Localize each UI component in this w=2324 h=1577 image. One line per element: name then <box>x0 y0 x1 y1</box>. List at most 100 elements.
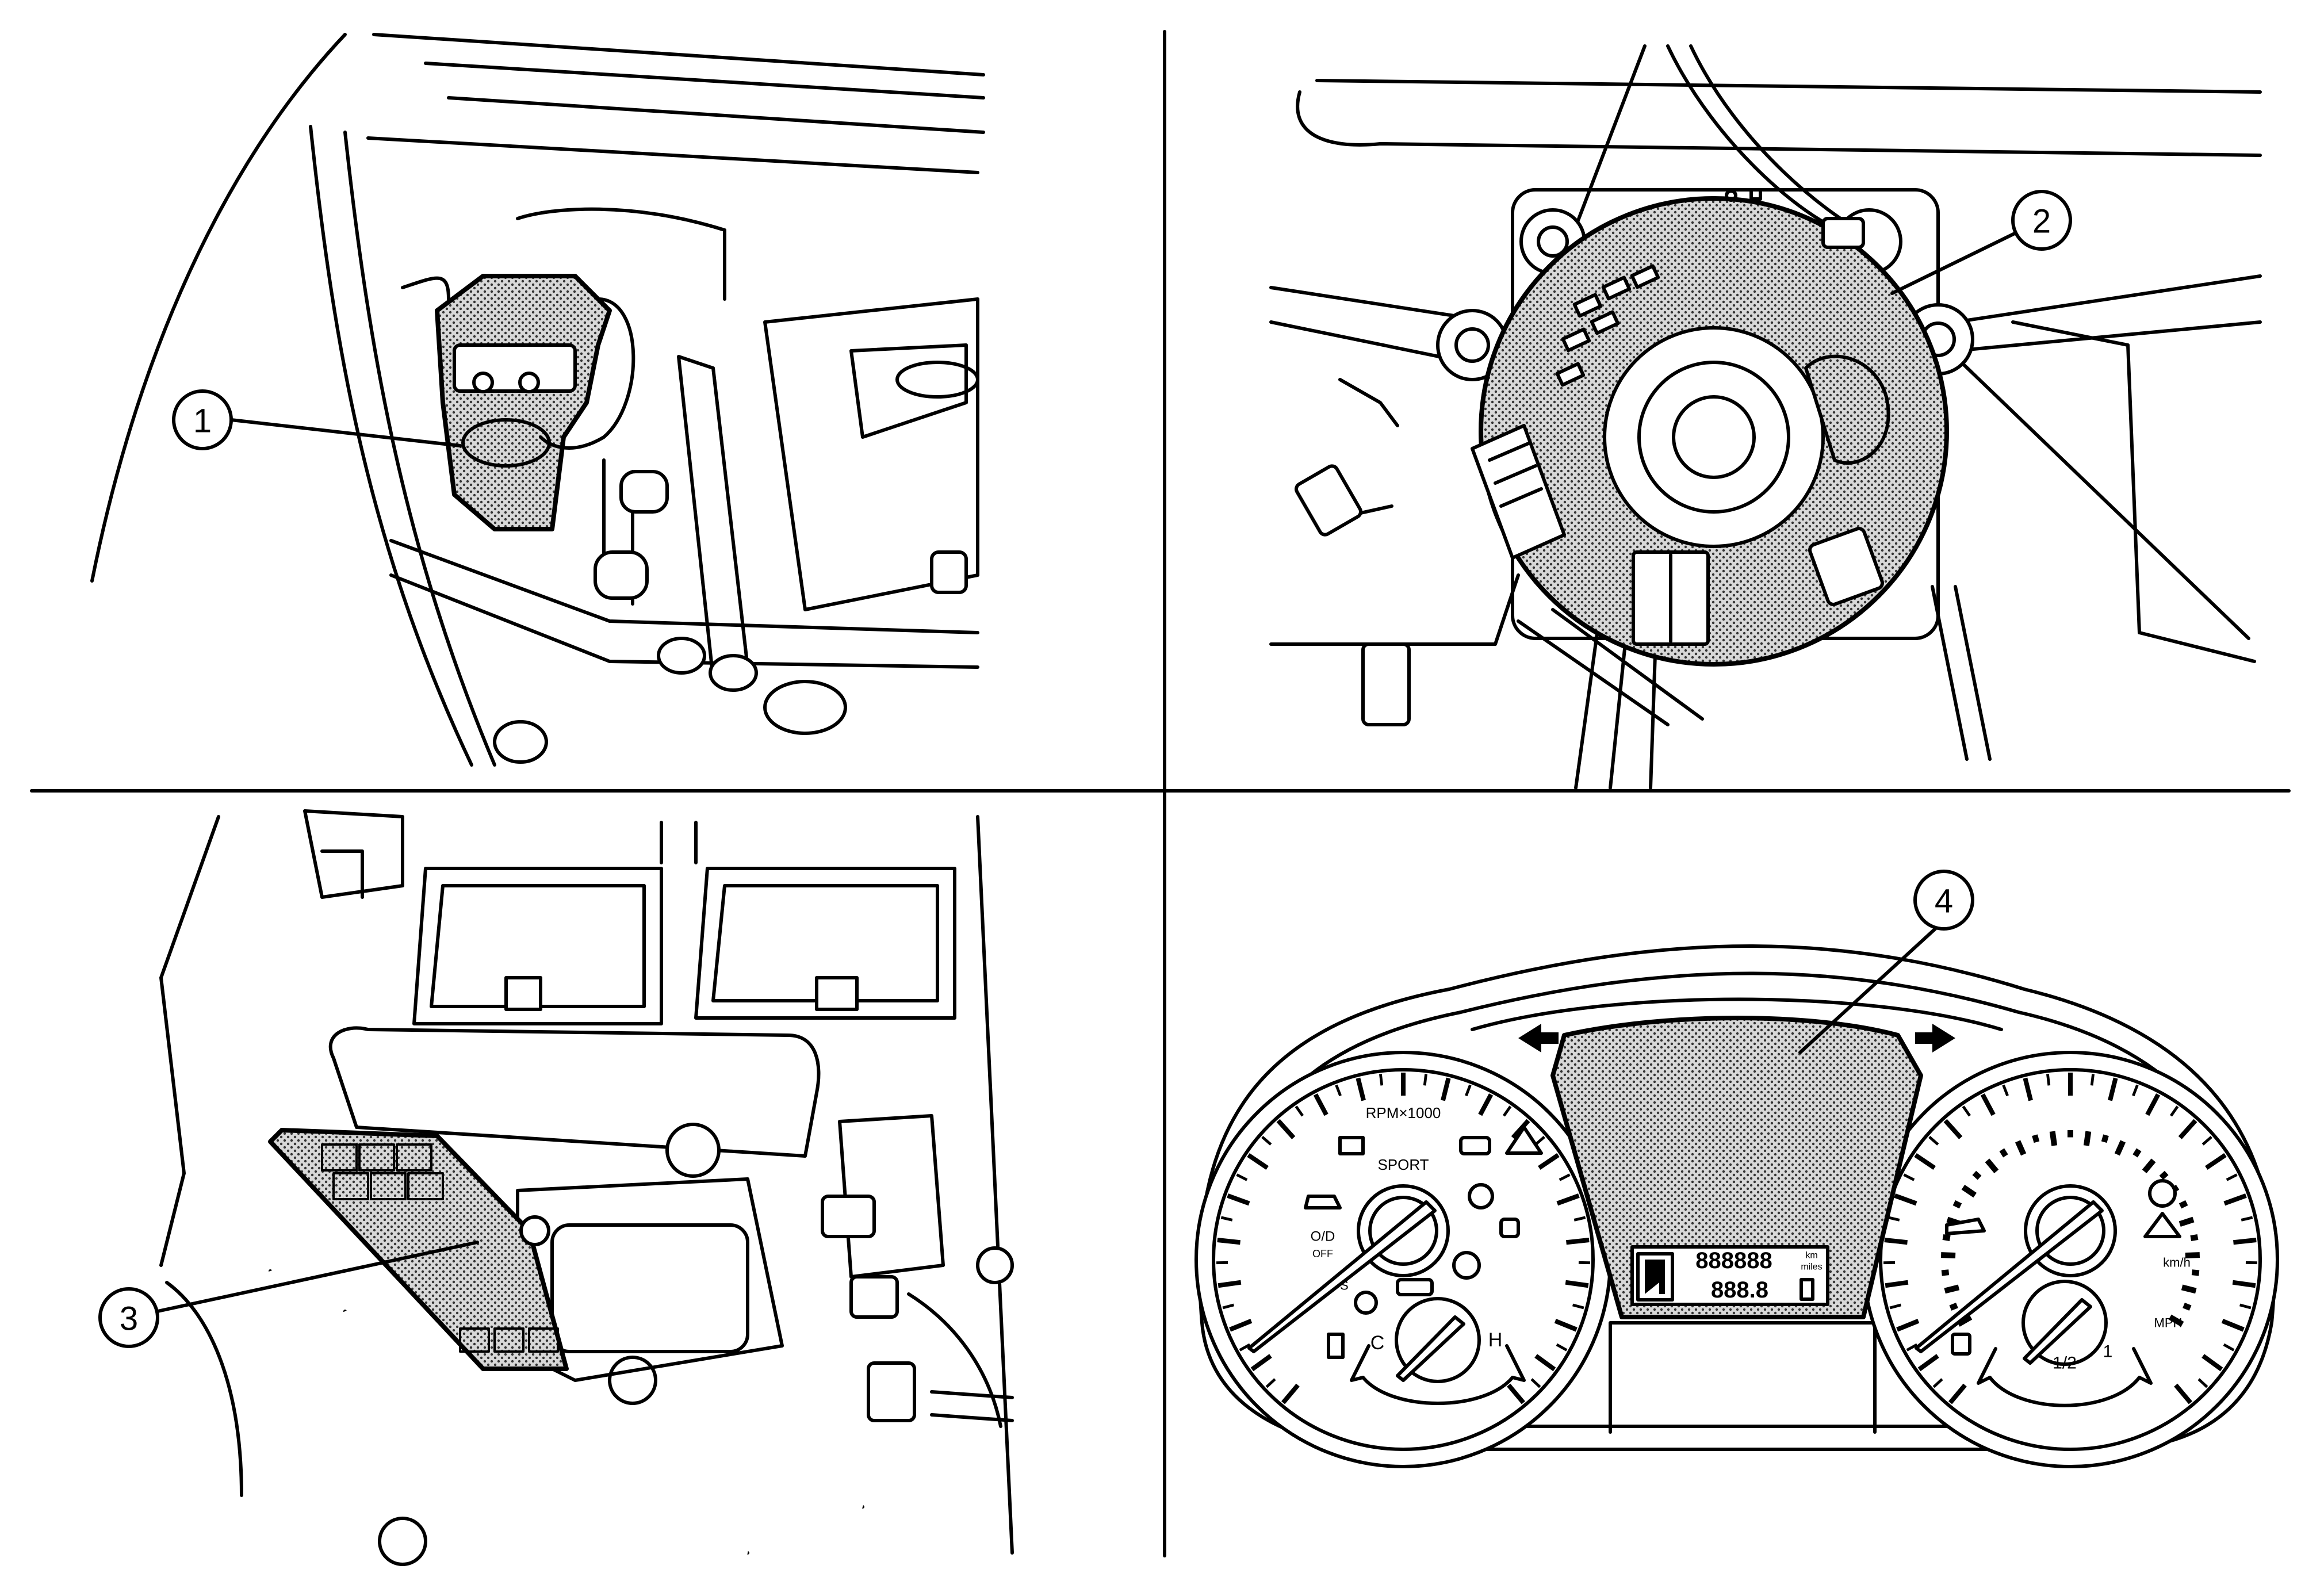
tachometer-ticks <box>1216 1073 1590 1404</box>
gauge-tick <box>2101 1134 2109 1143</box>
gauge-tick <box>1957 1314 1973 1327</box>
panel-control-unit <box>159 809 1014 1566</box>
gauge-tick <box>2223 1343 2235 1352</box>
gauge-tick <box>2132 1084 2139 1097</box>
odometer-digits: 888888 <box>1695 1248 1772 1273</box>
callout-3-label: 3 <box>120 1300 138 1338</box>
callout-1: 1 <box>172 389 462 450</box>
gauge-tick <box>1887 1216 1900 1222</box>
gauge-tick <box>2083 1131 2092 1146</box>
gauge-tick <box>2190 1234 2199 1242</box>
gauge-tick <box>1889 1303 1902 1310</box>
gauge-tick <box>1511 1119 1530 1139</box>
gauge-tick <box>2223 1193 2247 1206</box>
gauge-tick <box>2191 1269 2200 1276</box>
gauge-tick <box>2142 1158 2156 1174</box>
gauge-tick <box>2183 1302 2192 1311</box>
shift-position-icon <box>1645 1260 1665 1294</box>
gauge-tick <box>1885 1280 1909 1288</box>
callout-1-label: 1 <box>193 403 212 440</box>
gauge-tick <box>2197 1378 2208 1388</box>
gauge-tick <box>1999 1148 2008 1158</box>
gauge-tick <box>2108 1077 2118 1101</box>
seatbelt-warning-icon <box>2143 1212 2181 1238</box>
gauge-tick <box>2221 1319 2245 1332</box>
cruise-indicator-icon <box>1945 1218 1986 1235</box>
tachometer-needle <box>1247 1200 1437 1353</box>
turn-right-indicator-icon <box>1915 1024 1955 1052</box>
gauge-tick <box>2169 1105 2179 1117</box>
sport-indicator-label: SPORT <box>1377 1156 1429 1173</box>
gauge-tick <box>2232 1280 2256 1288</box>
gauge-tick <box>1565 1280 1589 1288</box>
gauge-tick <box>2178 1200 2188 1209</box>
tpms-icon <box>1452 1251 1481 1280</box>
gauge-tick <box>1379 1074 1384 1086</box>
gauge-tick <box>2132 1148 2142 1158</box>
gauge-tick <box>2226 1173 2238 1181</box>
gauge-tick <box>1559 1173 1571 1181</box>
gauge-tick <box>1952 1200 1962 1209</box>
gauge-tick <box>1941 1269 1950 1276</box>
gauge-tick <box>2114 1140 2126 1156</box>
speedometer-ticks <box>1883 1073 2257 1404</box>
tachometer: RPM×1000 SPORT O/D OFF PS C H <box>1194 1051 1612 1468</box>
gauge-tick <box>1917 1354 1939 1372</box>
od-off-label: O/D <box>1311 1229 1335 1245</box>
coolant-temp-icon <box>1327 1333 1345 1359</box>
gauge-tick <box>1566 1238 1590 1245</box>
gauge-tick <box>1530 1378 1541 1388</box>
gauge-tick <box>1534 1354 1556 1372</box>
gauge-tick <box>1972 1170 1982 1180</box>
gauge-tick <box>1556 1193 1580 1206</box>
fog-light-icon <box>1354 1291 1378 1315</box>
gauge-tick <box>1906 1343 1918 1352</box>
gauge-tick <box>1949 1302 1958 1311</box>
callout-2: 2 <box>1890 190 2072 295</box>
gauge-tick <box>1217 1238 1241 1245</box>
panel-combination-meter: RPM×1000 SPORT O/D OFF PS C H <box>1194 944 2279 1468</box>
gauge-tick <box>2145 1093 2161 1116</box>
gauge-tick <box>2178 1216 2195 1227</box>
control-unit-grid <box>321 1143 559 1353</box>
gauge-tick <box>2046 1074 2051 1086</box>
gauge-tick <box>1356 1077 1366 1101</box>
gauge-tick <box>1534 1135 1545 1146</box>
gauge-tick <box>1894 1193 1917 1206</box>
km-unit-label: km <box>1805 1251 1817 1261</box>
gauge-tick <box>1239 1343 1251 1352</box>
gauge-tick <box>2202 1135 2212 1146</box>
slip-indicator-icon <box>1499 1218 1520 1238</box>
callout-4: 4 <box>1798 870 1974 1054</box>
gauge-tick <box>1276 1119 1296 1139</box>
gauge-tick <box>2168 1314 2184 1327</box>
gauge-tick <box>2205 1153 2227 1170</box>
gauge-tick <box>1441 1077 1451 1101</box>
gauge-tick <box>1423 1074 1427 1086</box>
spiral-cable-slots <box>1555 264 1660 387</box>
gauge-tick <box>1265 1378 1276 1388</box>
temp-cold-label: C <box>1370 1332 1385 1354</box>
gauge-tick <box>2002 1084 2009 1097</box>
gauge-tick <box>1903 1173 1915 1181</box>
gauge-tick <box>1261 1135 1272 1146</box>
gauge-tick <box>1236 1173 1248 1181</box>
gauge-tick <box>1961 1185 1977 1198</box>
gauge-tick <box>1573 1216 1586 1222</box>
panel-steering-column <box>1269 44 2262 790</box>
check-engine-icon <box>1304 1195 1342 1209</box>
master-warning-icon <box>1505 1126 1543 1155</box>
turn-left-indicator-icon <box>1518 1024 1559 1052</box>
fuel-half-label: 1/2 <box>2053 1354 2077 1373</box>
gauge-tick <box>1281 1383 1300 1404</box>
callout-4-label: 4 <box>1935 883 1953 920</box>
parking-light-icon <box>1396 1278 1434 1296</box>
headlight-icon <box>1459 1136 1491 1155</box>
quadrant-dividers <box>30 30 2291 1557</box>
gauge-tick <box>1948 1383 1967 1404</box>
gauge-tick <box>2049 1131 2058 1146</box>
gauge-tick <box>1940 1252 1956 1259</box>
fuel-full-label: 1 <box>2103 1342 2113 1361</box>
gauge-tick <box>1313 1093 1328 1116</box>
gauge-tick <box>1943 1119 1963 1139</box>
